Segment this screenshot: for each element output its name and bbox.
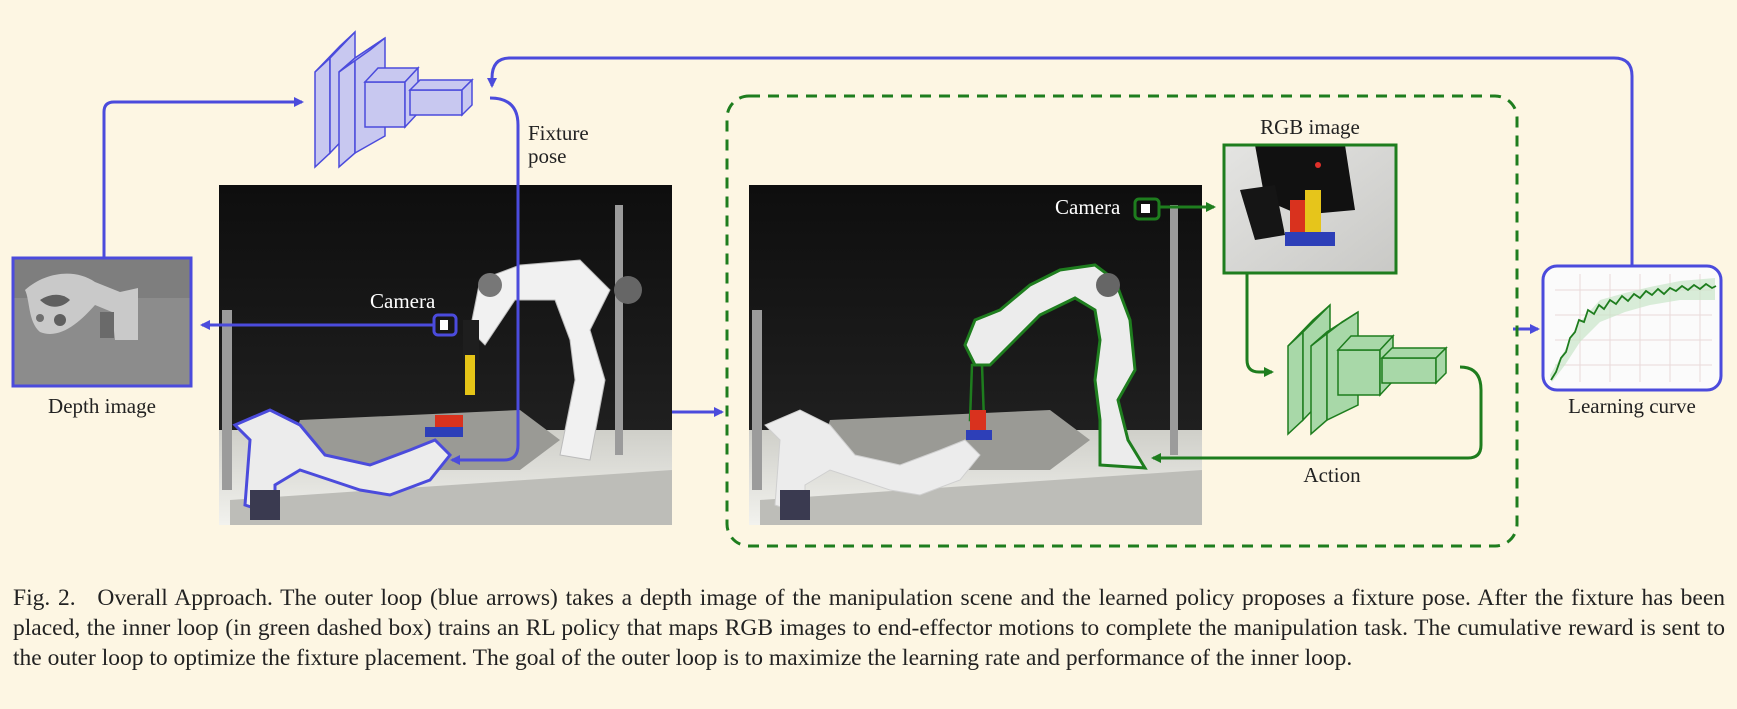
approach-diagram: Depth image Camera: [11, 30, 1723, 548]
outer-loop-arrows: [102, 56, 1634, 465]
caption-text: Overall Approach. The outer loop (blue a…: [13, 585, 1725, 671]
camera-left-label: Camera: [370, 289, 436, 313]
fixture-pose-label-line1: Fixture: [528, 121, 589, 145]
figure-caption: Fig. 2. Overall Approach. The outer loop…: [13, 583, 1725, 673]
rgb-image-label: RGB image: [1260, 115, 1360, 139]
depth-image-panel: [11, 256, 193, 388]
rgb-image-panel: [1222, 143, 1398, 275]
action-label: Action: [1303, 463, 1361, 487]
camera-right-marker: [1133, 197, 1161, 221]
learning-curve-label: Learning curve: [1568, 394, 1696, 418]
inner-loop-arrows: [1151, 202, 1483, 463]
learning-curve-line: [1550, 282, 1717, 381]
inner-loop-box: [725, 94, 1519, 548]
fixture-policy-network: [314, 30, 474, 169]
scene-photo-right: [749, 185, 1202, 525]
scene-photo-left: [219, 185, 672, 525]
rl-policy-network: [1287, 303, 1448, 436]
depth-image-label: Depth image: [48, 394, 156, 418]
fixture-pose-label-line2: pose: [528, 144, 567, 168]
figure-number: Fig. 2.: [13, 585, 76, 611]
learning-curve-panel: [1541, 264, 1723, 392]
camera-right-label: Camera: [1055, 195, 1121, 219]
